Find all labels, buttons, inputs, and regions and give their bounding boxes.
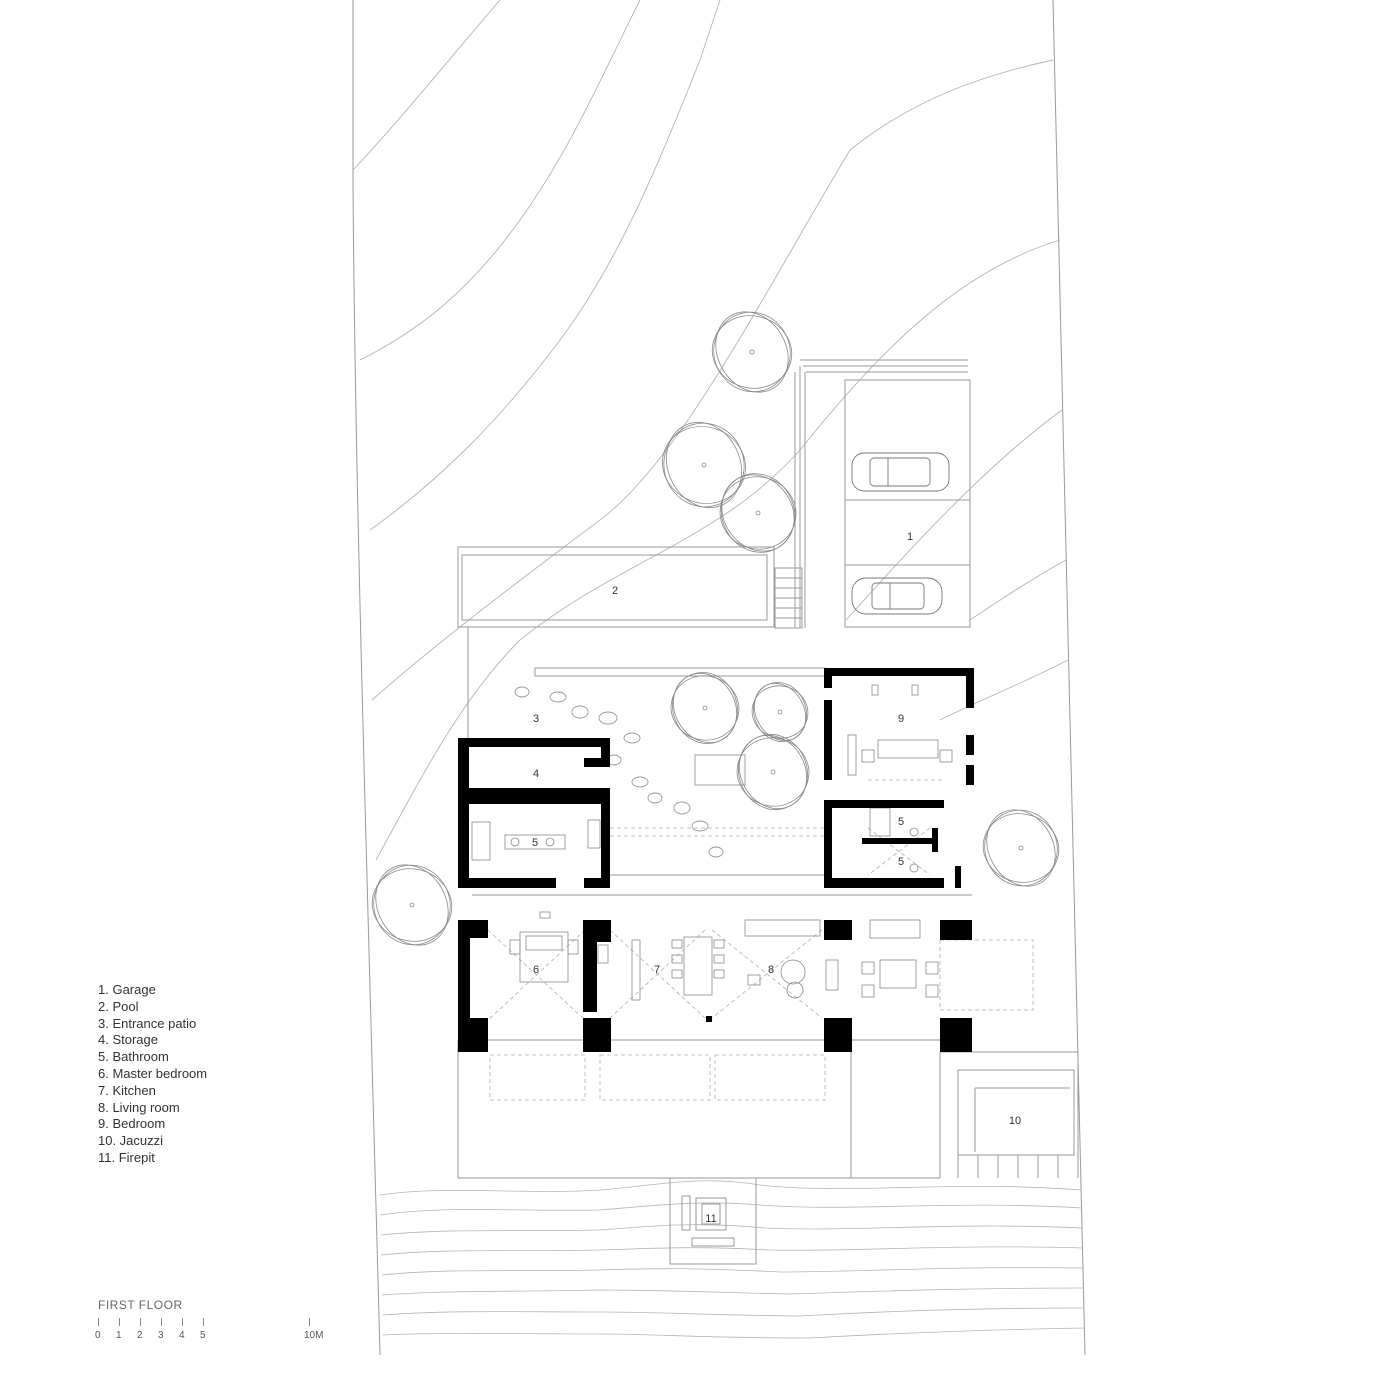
scale-tick bbox=[161, 1318, 162, 1326]
car-top bbox=[851, 452, 950, 492]
scale-label: 4 bbox=[179, 1330, 185, 1341]
legend-item: 4. Storage bbox=[98, 1032, 158, 1048]
dashed-lines bbox=[487, 779, 1034, 1101]
tree-5 bbox=[751, 682, 809, 742]
pool bbox=[457, 546, 775, 628]
legend-item: 11. Firepit bbox=[98, 1149, 155, 1165]
scale-bar: 0 1 2 3 4 5 10M bbox=[94, 1318, 334, 1344]
room-label-firepit: 11 bbox=[705, 1213, 716, 1225]
room-label-kitchen: 7 bbox=[654, 964, 660, 976]
scale-label: 3 bbox=[158, 1330, 164, 1341]
contour-lines bbox=[352, 0, 1069, 861]
legend-item: 10. Jacuzzi bbox=[98, 1133, 164, 1149]
scale-label: 5 bbox=[200, 1330, 206, 1341]
legend-item: 9. Bedroom bbox=[98, 1116, 166, 1132]
house-platform bbox=[457, 627, 1079, 1179]
scale-tick bbox=[182, 1318, 183, 1326]
firepit bbox=[669, 1177, 757, 1265]
room-label-patio: 3 bbox=[533, 713, 539, 725]
room-label-living: 8 bbox=[768, 964, 774, 976]
scale-tick bbox=[140, 1318, 141, 1326]
scale-tick bbox=[203, 1318, 204, 1326]
scale-tick bbox=[119, 1318, 120, 1326]
tree-4 bbox=[670, 672, 740, 744]
room-labels: 1 2 3 4 5 5 5 6 7 8 9 10 11 bbox=[532, 531, 1021, 1225]
garage bbox=[844, 379, 971, 628]
room-label-pool: 2 bbox=[612, 585, 618, 597]
scale-label: 0 bbox=[95, 1330, 101, 1341]
room-label-bath-right-top: 5 bbox=[898, 816, 904, 828]
bottom-contours bbox=[379, 1180, 1086, 1339]
room-label-bath-left: 5 bbox=[532, 837, 538, 849]
legend-item: 6. Master bedroom bbox=[98, 1065, 208, 1081]
scale-label: 2 bbox=[137, 1330, 143, 1341]
furniture bbox=[471, 684, 953, 1001]
room-label-storage: 4 bbox=[533, 768, 539, 780]
legend-item: 1. Garage bbox=[98, 982, 156, 997]
scale-label: 1 bbox=[116, 1330, 122, 1341]
legend-item: 5. Bathroom bbox=[98, 1049, 169, 1065]
scale-end-label: 10M bbox=[304, 1330, 324, 1341]
site-boundary bbox=[352, 0, 1086, 1356]
tree-3 bbox=[719, 473, 797, 553]
scale-tick bbox=[98, 1318, 99, 1326]
legend-item: 3. Entrance patio bbox=[98, 1015, 197, 1031]
room-label-jacuzzi: 10 bbox=[1009, 1115, 1021, 1127]
room-label-bath-right-bottom: 5 bbox=[898, 856, 904, 868]
room-label-master: 6 bbox=[533, 964, 539, 976]
car-bottom bbox=[851, 577, 943, 615]
tree-7 bbox=[982, 809, 1060, 887]
floor-title: FIRST FLOOR bbox=[98, 1298, 183, 1312]
legend-item: 7. Kitchen bbox=[98, 1082, 156, 1098]
stepping-stones bbox=[514, 686, 724, 858]
tree-6 bbox=[736, 734, 810, 810]
tree-8 bbox=[371, 864, 453, 946]
tree-1 bbox=[711, 311, 793, 393]
driveway bbox=[774, 359, 968, 629]
room-label-garage: 1 bbox=[907, 531, 913, 543]
legend-item: 2. Pool bbox=[98, 998, 139, 1014]
legend: 1. Garage 2. Pool 3. Entrance patio 4. S… bbox=[98, 982, 207, 1167]
legend-item: 8. Living room bbox=[98, 1099, 180, 1115]
room-label-bedroom: 9 bbox=[898, 713, 904, 725]
scale-tick bbox=[309, 1318, 310, 1326]
trees bbox=[371, 311, 1060, 946]
walls bbox=[458, 668, 974, 1052]
